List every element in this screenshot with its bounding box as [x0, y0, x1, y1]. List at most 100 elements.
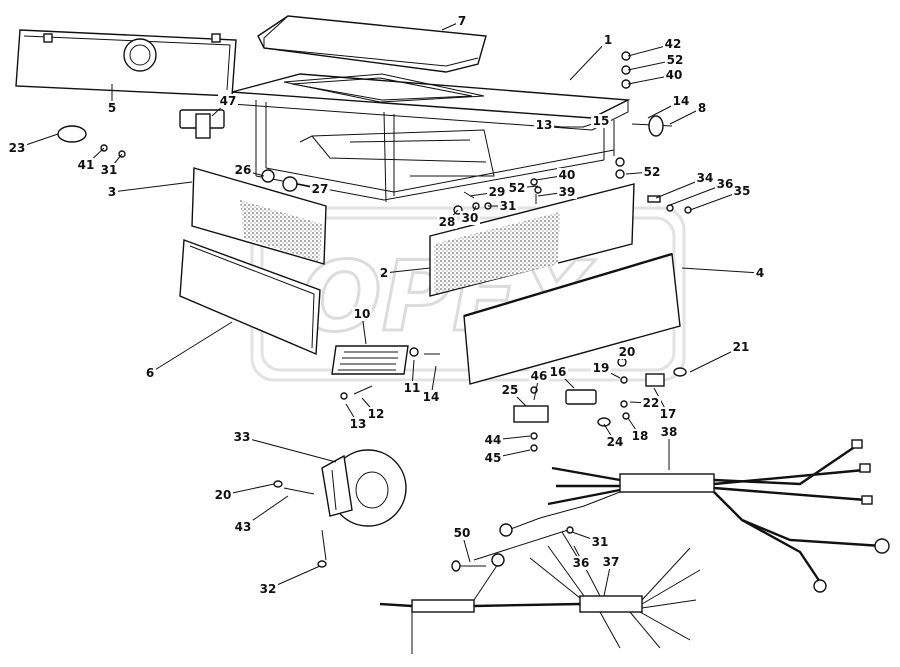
callout-label: 23 — [9, 141, 26, 155]
callout-47: 47 — [211, 94, 238, 117]
callout-label: 11 — [404, 381, 421, 395]
callout-label-bg — [348, 417, 368, 431]
callout-label: 38 — [661, 425, 678, 439]
callout-label-bg — [731, 340, 751, 354]
callout-label-bg — [7, 141, 27, 155]
callout-52: 52 — [627, 53, 685, 71]
callout-label: 14 — [673, 94, 690, 108]
callout-label-bg — [218, 94, 238, 108]
callout-label: 14 — [423, 390, 440, 404]
callout-24: 24 — [603, 423, 625, 449]
callout-label: 7 — [458, 14, 466, 28]
callout-label-bg — [366, 407, 386, 421]
callout-label-bg — [498, 199, 518, 213]
callout-13: 13 — [534, 118, 563, 132]
callout-label: 30 — [462, 211, 479, 225]
callout-label-bg — [456, 14, 468, 28]
callout-label-bg — [487, 185, 507, 199]
callout-label-bg — [664, 68, 684, 82]
callout-label: 20 — [619, 345, 636, 359]
callout-label: 45 — [485, 451, 502, 465]
callout-label-bg — [483, 433, 503, 447]
callout-31: 31 — [488, 199, 518, 213]
callout-42: 42 — [627, 37, 683, 57]
part-33-blower — [273, 449, 407, 568]
callout-label-bg — [557, 168, 577, 182]
callout-label: 2 — [380, 266, 388, 280]
callout-label: 15 — [593, 114, 610, 128]
callout-label: 6 — [146, 366, 154, 380]
callout-label: 4 — [756, 266, 764, 280]
callout-30: 30 — [460, 205, 480, 225]
part-4-side-panel — [463, 252, 681, 385]
callout-label: 52 — [644, 165, 661, 179]
callout-label: 13 — [536, 118, 553, 132]
leader-line — [111, 181, 193, 193]
callout-label: 36 — [717, 177, 734, 191]
callout-43: 43 — [233, 495, 289, 534]
callout-22: 22 — [629, 396, 661, 410]
callout-label: 41 — [78, 158, 95, 172]
callout-36: 36 — [669, 177, 735, 206]
callout-label-bg — [233, 163, 253, 177]
callout-40: 40 — [535, 168, 577, 182]
callout-label: 52 — [509, 181, 526, 195]
callout-29: 29 — [469, 185, 507, 199]
callout-label-bg — [658, 407, 678, 421]
callout-label: 47 — [220, 94, 237, 108]
callout-18: 18 — [627, 417, 650, 443]
part-10-grille — [331, 345, 409, 375]
callout-label: 16 — [550, 365, 567, 379]
callout-label-bg — [233, 520, 253, 534]
callout-label: 3 — [108, 185, 116, 199]
callout-label-bg — [452, 526, 472, 540]
callout-label: 13 — [350, 417, 367, 431]
callout-2: 2 — [378, 266, 431, 280]
part-38-harness — [499, 439, 890, 593]
callout-1: 1 — [569, 33, 614, 81]
callout-label-bg — [617, 345, 637, 359]
callout-label: 22 — [643, 396, 660, 410]
callout-19: 19 — [591, 361, 621, 379]
callout-label: 33 — [234, 430, 251, 444]
callout-label: 40 — [666, 68, 683, 82]
callout-label-bg — [534, 118, 554, 132]
part-7-lid — [257, 15, 487, 73]
callout-label-bg — [695, 171, 715, 185]
callout-32: 32 — [258, 565, 321, 596]
callout-label: 5 — [108, 101, 116, 115]
callout-label-bg — [507, 181, 527, 195]
callout-label-bg — [605, 435, 625, 449]
callout-45: 45 — [483, 449, 531, 465]
callout-label: 18 — [632, 429, 649, 443]
callout-52: 52 — [625, 165, 662, 179]
callout-44: 44 — [483, 433, 531, 447]
callout-4: 4 — [681, 266, 766, 280]
callout-label: 31 — [592, 535, 609, 549]
callout-label: 43 — [235, 520, 252, 534]
callout-label: 28 — [439, 215, 456, 229]
callout-label: 40 — [559, 168, 576, 182]
callout-46: 46 — [529, 369, 549, 401]
callout-label: 17 — [660, 407, 677, 421]
callout-label: 37 — [603, 555, 620, 569]
part-5-front-panel — [15, 29, 237, 97]
callout-6: 6 — [144, 321, 233, 380]
callout-37: 37 — [601, 555, 621, 597]
callout-8: 8 — [669, 101, 708, 125]
part-1-housing — [231, 73, 631, 203]
callout-label-bg — [258, 582, 278, 596]
callout-14: 14 — [647, 94, 691, 119]
callout-label: 31 — [500, 199, 517, 213]
callout-31: 31 — [571, 531, 610, 549]
callout-label-bg — [591, 114, 611, 128]
callout-label-bg — [665, 53, 685, 67]
callout-label-bg — [232, 430, 252, 444]
callout-label: 39 — [559, 185, 576, 199]
callout-39: 39 — [537, 185, 577, 199]
callout-label-bg — [642, 165, 662, 179]
callout-label-bg — [529, 369, 549, 383]
callout-label-bg — [483, 451, 503, 465]
leader-line — [681, 267, 761, 274]
